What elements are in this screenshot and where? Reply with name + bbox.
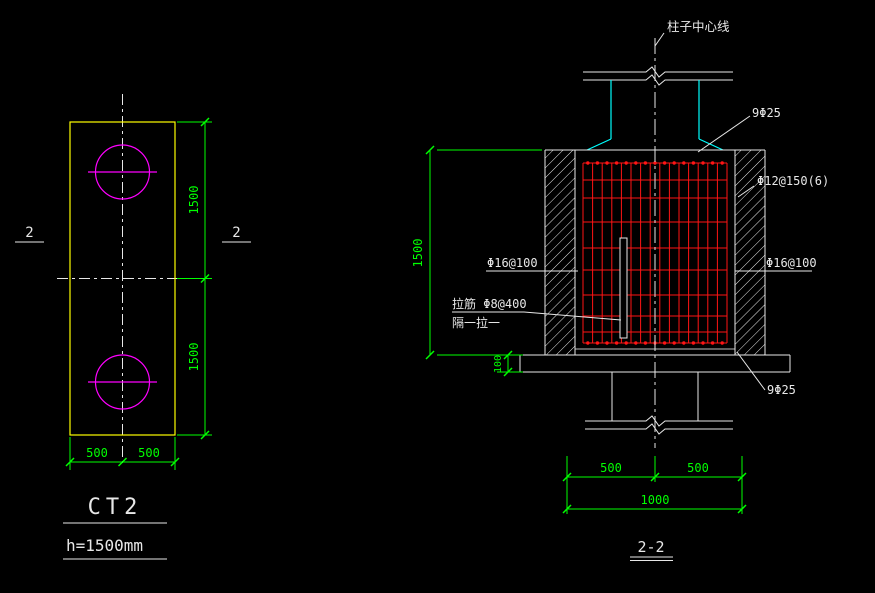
rebar-dot [720,161,724,165]
rebar-dot [682,341,686,345]
break-line-bottom [585,423,733,435]
rebar-dot [614,341,619,345]
section-marker-right: 2 [232,225,240,241]
dimension-tick [200,273,210,284]
label-side-bars-left: Φ16@100 [487,256,538,270]
rebar-dot [586,161,590,165]
rebar-dot [624,341,628,345]
plan-view: 2 2 1500 1500 500 500 CT2 h=1500mm [15,94,251,560]
rebar-dot [672,341,676,345]
dimension-tick [117,457,128,467]
section-title: 2-2 [637,538,664,556]
rebar-dot [653,161,657,165]
rebar-dot [643,341,648,345]
rebar-dot [691,161,696,165]
dimension-tick [65,457,75,467]
rebar-dot [720,341,724,345]
dimension-tick [425,350,435,360]
rebar-dot [643,161,648,165]
rebar-dot [595,341,600,345]
dim-text-width-left: 500 [86,446,108,460]
rebar-dot [662,341,667,345]
formwork-hatch-left [545,150,575,355]
centerline-label-leader [654,32,665,47]
rebar-dot [701,341,705,345]
plan-height-note: h=1500mm [66,536,143,555]
rebar-dot [614,161,619,165]
plan-title: CT2 [88,495,143,520]
dimension-tick [562,504,572,514]
rebar-dot [586,341,590,345]
break-line-bottom [585,415,733,427]
leader-ties [452,311,622,321]
rebar-dot [595,161,600,165]
rebar-dot [662,161,667,165]
rebar-dot [682,161,686,165]
rebar-grid [582,161,728,345]
rebar-dot [624,161,628,165]
dimension-tick [562,472,572,482]
dimension-tick [503,367,513,377]
rebar-dot [710,341,715,345]
tie-bar-detail [619,237,628,339]
column-haunch-right [698,138,724,151]
rebar-dot [710,161,715,165]
dimension-tick [650,472,660,482]
dim-text-bottom-left: 500 [600,461,622,475]
dim-text-section-height: 1500 [411,239,425,268]
dim-text-width-right: 500 [138,446,160,460]
rebar-dot [605,161,609,165]
dimension-ticks [65,117,747,514]
centerline-label: 柱子中心线 [667,19,730,34]
dim-text-height-bottom: 1500 [187,343,201,372]
rebar-dot [605,341,609,345]
label-top-bars: 9Φ25 [752,106,781,120]
leader-stirrups [737,185,755,198]
dimension-tick [737,472,747,482]
break-line-top [583,74,733,86]
rebar-dot [672,161,676,165]
label-side-bars-right: Φ16@100 [766,256,817,270]
section-view-2-2: 柱子中心线 9Φ25 Φ12@150(6) Φ16@100 Φ16@ [411,19,829,561]
dim-text-height-top: 1500 [187,186,201,215]
dimension-tick [200,430,210,440]
rebar-dot [701,161,705,165]
label-tie-note-line2: 隔一拉一 [452,315,500,330]
label-bottom-bars: 9Φ25 [767,383,796,397]
formwork-hatch-right [735,150,765,355]
dimension-tick [503,350,513,360]
dimension-tick [170,457,180,467]
leader-top-bars [697,115,751,153]
label-tie-note-line1: 拉筋 Φ8@400 [452,296,527,311]
label-stirrups: Φ12@150(6) [757,174,829,188]
section-marker-left: 2 [25,225,33,241]
break-line-top [583,66,733,78]
dimension-tick [425,145,435,155]
leader-bottom-bars [736,351,766,391]
dim-text-cushion: 100 [493,355,504,373]
dimension-tick [200,117,210,127]
rebar-dot [634,161,638,165]
column-haunch-left [586,138,612,151]
dim-text-bottom-total: 1000 [641,493,670,507]
rebar-dot [634,341,638,345]
dim-text-bottom-right: 500 [687,461,709,475]
rebar-dot [691,341,696,345]
dimension-tick [737,504,747,514]
pile-cap-outline [69,121,176,436]
